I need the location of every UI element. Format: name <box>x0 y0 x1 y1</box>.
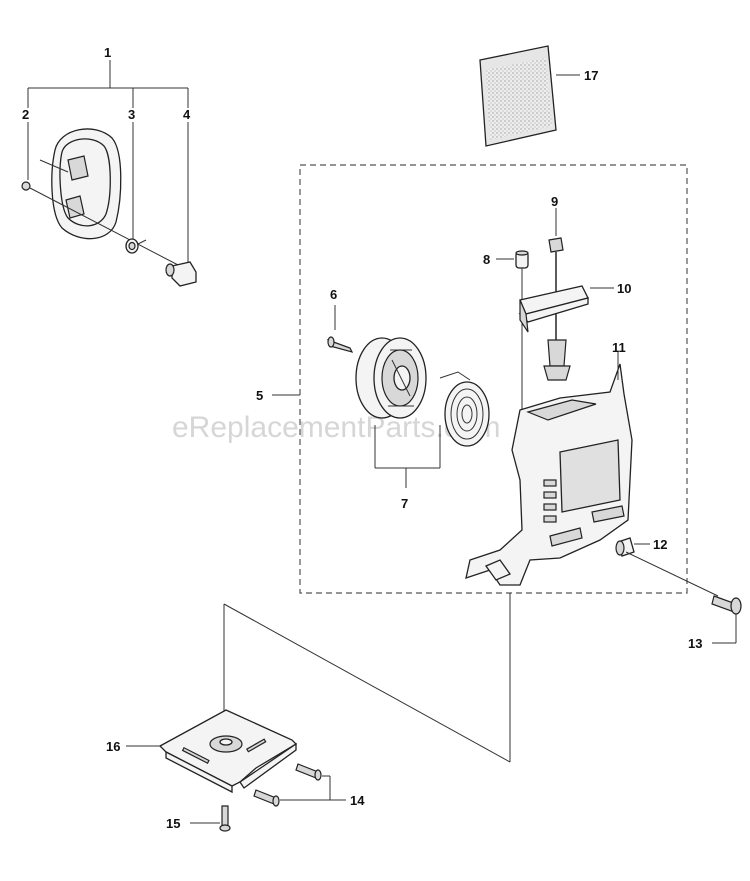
callout-2: 2 <box>22 107 29 122</box>
part-group-pulley <box>355 337 490 488</box>
callout-11: 11 <box>612 340 626 355</box>
rope-clip-part <box>548 237 564 253</box>
part-group-screw-13 <box>711 595 742 644</box>
callout-7: 7 <box>401 496 408 511</box>
screw-part <box>21 181 31 191</box>
callout-5: 5 <box>256 388 263 403</box>
part-group-cover <box>21 60 197 287</box>
callout-12: 12 <box>653 537 667 552</box>
part-group-screws-14 <box>253 763 346 807</box>
part-group-decal <box>479 45 580 147</box>
callout-17: 17 <box>584 68 598 83</box>
screw-15-part <box>221 805 229 827</box>
callout-8: 8 <box>483 252 490 267</box>
callout-14: 14 <box>350 793 365 808</box>
callout-15: 15 <box>166 816 180 831</box>
part-group-spacer <box>615 537 719 597</box>
spring-part <box>444 381 490 447</box>
callout-10: 10 <box>617 281 631 296</box>
callout-6: 6 <box>330 287 337 302</box>
part-group-plate <box>126 709 298 794</box>
callout-13: 13 <box>688 636 702 651</box>
housing-part <box>465 363 633 586</box>
part-group-bolt-6 <box>327 305 354 353</box>
assembly-box <box>299 164 688 594</box>
part-group-handle <box>518 208 614 381</box>
callout-3: 3 <box>128 107 135 122</box>
callout-4: 4 <box>183 107 191 122</box>
part-group-screw-15 <box>190 805 231 832</box>
nut-part <box>171 261 197 287</box>
callout-9: 9 <box>551 194 558 209</box>
part-group-grommet <box>496 250 529 430</box>
callout-16: 16 <box>106 739 120 754</box>
callout-1: 1 <box>104 45 111 60</box>
part-group-housing <box>465 352 633 586</box>
